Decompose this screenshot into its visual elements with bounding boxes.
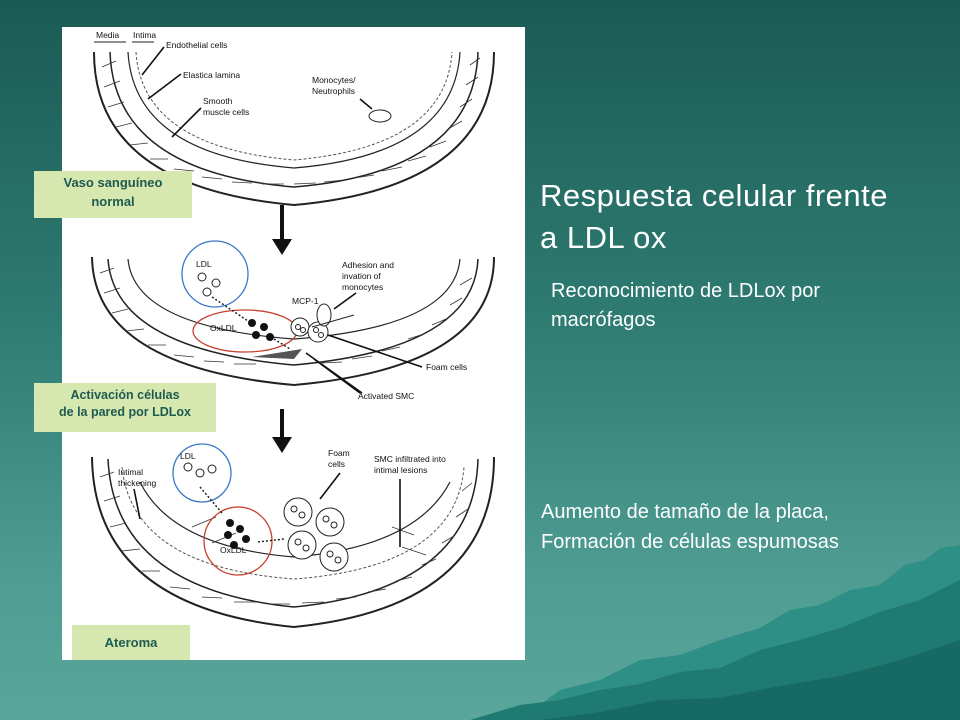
panel-activation: LDL OxLDL Adhesion and invation of monoc… — [91, 240, 495, 401]
callout-activation: Activación células de la pared por LDLox — [34, 383, 216, 432]
label-endothelial-cells: Endothelial cells — [166, 40, 227, 50]
label-smooth: Smooth — [203, 96, 233, 106]
label-elastica-lamina: Elastica lamina — [183, 70, 240, 80]
label-ldl-2: LDL — [196, 259, 212, 269]
label-activated-smc: Activated SMC — [358, 391, 414, 401]
callout-normal-line-2: normal — [91, 194, 135, 209]
callout-atheroma-label: Ateroma — [104, 635, 158, 650]
slide-note: Aumento de tamaño de la placa, Formación… — [541, 497, 951, 557]
callout-atheroma: Ateroma — [72, 625, 190, 660]
label-media: Media — [96, 30, 119, 40]
slide-note-line-1: Aumento de tamaño de la placa, — [541, 501, 829, 523]
label-oxldl-2: OxLDL — [210, 323, 237, 333]
label-foam-cells-2: Foam cells — [426, 362, 467, 372]
label-muscle-cells: muscle cells — [203, 107, 249, 117]
slide-title-line-1: Respuesta celular frente — [540, 178, 889, 213]
label-intimal: Intimal — [118, 467, 143, 477]
label-mcp1: MCP-1 — [292, 296, 319, 306]
label-adhesion: Adhesion and — [342, 260, 394, 270]
slide-title: Respuesta celular frente a LDL ox — [540, 175, 945, 259]
label-foam: Foam — [328, 448, 350, 458]
label-invation: invation of — [342, 271, 381, 281]
figure-diagram: Media Intima Endothelial cells Elastica … — [91, 30, 495, 629]
slide-title-line-2: a LDL ox — [540, 220, 667, 255]
slide-subtitle-line-2: macrófagos — [551, 309, 656, 331]
label-intima: Intima — [133, 30, 156, 40]
label-smc-infiltrated: SMC infiltrated into — [374, 454, 446, 464]
label-intimal-lesions: intimal lesions — [374, 465, 427, 475]
slide-subtitle-line-1: Reconocimiento de LDLox por — [551, 280, 821, 302]
atherosclerosis-figure: Media Intima Endothelial cells Elastica … — [62, 27, 525, 660]
label-monocytes-2: monocytes — [342, 282, 383, 292]
slide-subtitle: Reconocimiento de LDLox por macrófagos — [551, 277, 931, 335]
label-monocytes: Monocytes/ — [312, 75, 356, 85]
callout-normal-vessel: Vaso sanguíneo normal — [34, 171, 192, 218]
callout-activation-line-2: de la pared por LDLox — [59, 405, 191, 419]
callout-activation-line-1: Activación células — [70, 388, 180, 402]
panel-atheroma: Intimal thickening LDL OxLDL Foam cells … — [91, 443, 495, 629]
label-ldl-3: LDL — [180, 451, 196, 461]
label-foam-cells-3: cells — [328, 459, 345, 469]
panel-normal-vessel: Media Intima Endothelial cells Elastica … — [93, 30, 495, 207]
callout-normal-line-1: Vaso sanguíneo — [63, 175, 163, 190]
label-oxldl-3: OxLDL — [220, 545, 247, 555]
slide-note-line-2: Formación de células espumosas — [541, 531, 839, 553]
label-neutrophils: Neutrophils — [312, 86, 355, 96]
label-thickening: thickening — [118, 478, 157, 488]
